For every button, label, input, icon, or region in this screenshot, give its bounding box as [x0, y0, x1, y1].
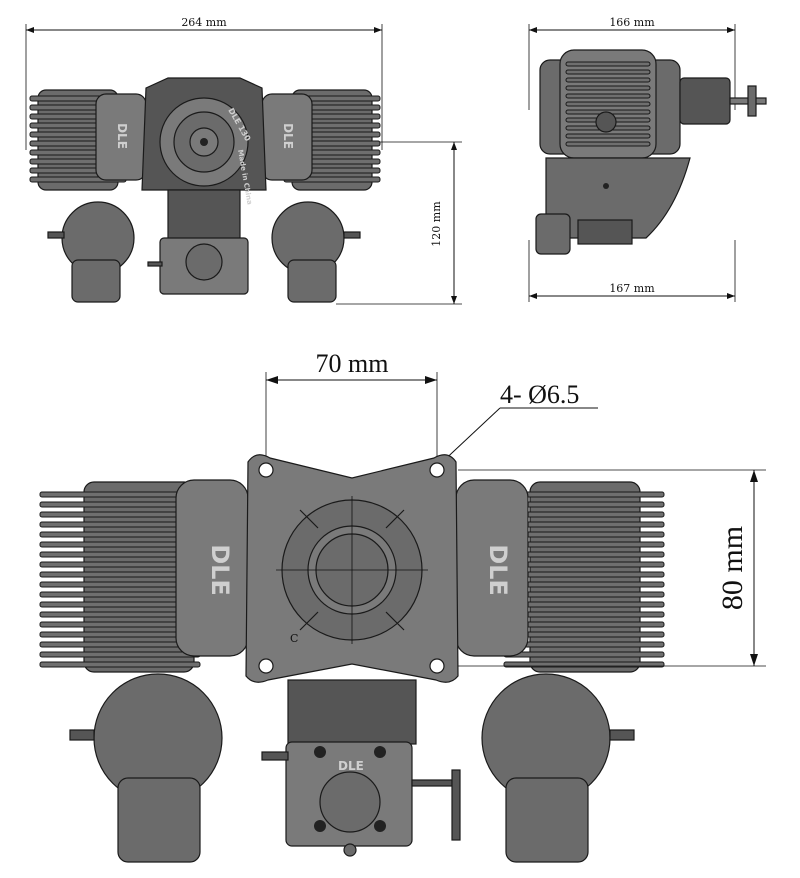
mounting-plate: C — [245, 454, 459, 683]
cooling-fin — [39, 661, 201, 668]
cooling-fin — [565, 61, 651, 67]
arrow-top — [451, 142, 457, 150]
mount-hole-bottom-right — [429, 658, 445, 674]
crankcase-small: DLE 130 Made in China — [141, 77, 267, 206]
height-80-label: 80 mm — [716, 526, 749, 610]
cooling-fin — [565, 93, 651, 99]
mount-hole-top-right — [429, 462, 445, 478]
logo-left-small: DLE — [115, 123, 129, 149]
right-cylinder-small: DLE — [261, 89, 381, 191]
arrow-bottom — [451, 296, 457, 304]
mark-c: C — [290, 632, 298, 645]
cooling-fin — [565, 69, 651, 75]
logo-right-small: DLE — [281, 123, 295, 149]
mount-hole-top-left — [258, 462, 274, 478]
cooling-fin — [565, 85, 651, 91]
mufflers-detail — [69, 673, 635, 863]
mufflers-small — [47, 201, 361, 303]
width-dimension-label: 264 mm — [181, 16, 227, 29]
hole-callout-label: 4- Ø6.5 — [500, 380, 579, 409]
cooling-fin — [39, 651, 201, 658]
spacing-dimension-label: 70 mm — [316, 349, 389, 378]
arrow-left — [26, 27, 34, 33]
logo-left-detail: DLE — [206, 544, 234, 596]
mount-hole-bottom-left — [258, 658, 274, 674]
cooling-fin — [565, 133, 651, 139]
cooling-fin — [565, 141, 651, 147]
cooling-fin — [503, 651, 665, 658]
left-cylinder-small: DLE — [29, 89, 147, 191]
cooling-fin — [565, 77, 651, 83]
front-view-small: 264 mm DLE DLE DLE 130 Made in China — [25, 16, 462, 305]
side-top-label: 166 mm — [609, 16, 655, 29]
side-bottom-label: 167 mm — [609, 282, 655, 295]
left-cylinder-detail: DLE — [39, 479, 249, 673]
height-dimension-label: 120 mm — [430, 201, 443, 247]
side-view: 166 mm 167 mm — [528, 16, 767, 302]
right-cylinder-detail: DLE — [455, 479, 665, 673]
arrow-right — [374, 27, 382, 33]
cooling-fin — [565, 101, 651, 107]
carburetor-detail: DLE — [261, 679, 461, 857]
carburetor-small — [147, 189, 249, 295]
front-view-detail: 70 mm 4- Ø6.5 DLE DLE — [39, 349, 766, 863]
logo-right-detail: DLE — [484, 544, 512, 596]
carb-logo: DLE — [338, 759, 364, 773]
